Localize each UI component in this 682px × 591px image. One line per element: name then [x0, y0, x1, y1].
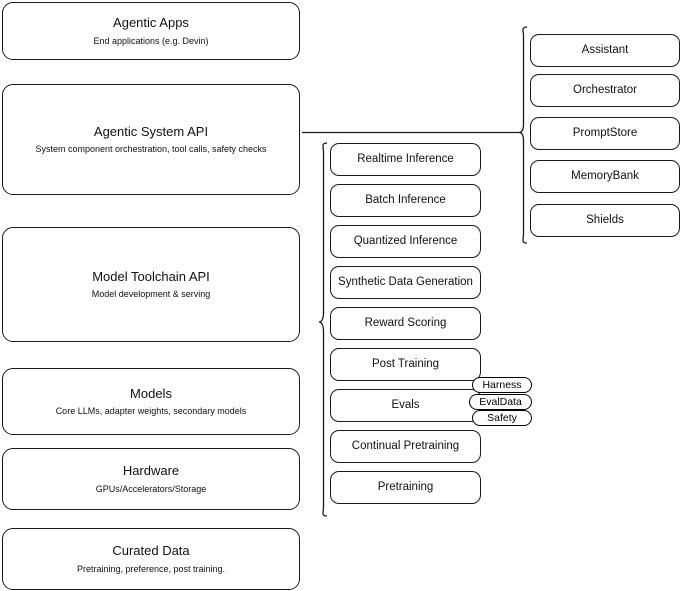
layer-title: Model Toolchain API: [92, 268, 210, 284]
capability-label: Synthetic Data Generation: [338, 276, 473, 289]
capability-box-evals[interactable]: Evals: [330, 389, 481, 422]
layer-subtitle: GPUs/Accelerators/Storage: [95, 483, 207, 494]
evals-badge-safety[interactable]: Safety: [472, 410, 532, 426]
evals-badge-evaldata[interactable]: EvalData: [469, 394, 532, 410]
layer-box-curated-data[interactable]: Curated Data Pretraining, preference, po…: [2, 528, 300, 590]
component-box-orchestrator[interactable]: Orchestrator: [530, 74, 680, 107]
capability-label: Realtime Inference: [357, 153, 454, 166]
capability-label: Quantized Inference: [353, 235, 458, 248]
component-label: Orchestrator: [573, 84, 637, 97]
layer-subtitle: Core LLMs, adapter weights, secondary mo…: [55, 406, 247, 416]
component-box-shields[interactable]: Shields: [530, 204, 680, 237]
component-label: Assistant: [581, 44, 629, 57]
component-box-promptstore[interactable]: PromptStore: [530, 117, 680, 150]
capability-label: Reward Scoring: [364, 317, 447, 330]
capability-box-realtime-inference[interactable]: Realtime Inference: [330, 143, 481, 176]
capability-label: Post Training: [371, 358, 440, 371]
layer-subtitle: End applications (e.g. Devin): [93, 35, 209, 46]
component-label: Shields: [586, 214, 624, 227]
capability-label: Evals: [391, 399, 420, 412]
layer-box-model-toolchain-api[interactable]: Model Toolchain API Model development & …: [2, 227, 300, 342]
capability-box-synthetic-data-generation[interactable]: Synthetic Data Generation: [330, 266, 481, 299]
capability-label: Continual Pretraining: [351, 440, 460, 453]
capability-box-reward-scoring[interactable]: Reward Scoring: [330, 307, 481, 340]
layer-subtitle: Pretraining, preference, post training.: [76, 563, 226, 574]
layer-title: Curated Data: [112, 543, 190, 559]
brace-toolchain-capabilities: [318, 142, 328, 517]
capability-label: Pretraining: [377, 481, 434, 494]
capability-box-quantized-inference[interactable]: Quantized Inference: [330, 225, 481, 258]
brace-system-components: [518, 26, 528, 244]
evals-badge-label: EvalData: [479, 396, 522, 408]
evals-badge-harness[interactable]: Harness: [472, 377, 532, 393]
layer-box-models[interactable]: Models Core LLMs, adapter weights, secon…: [2, 368, 300, 435]
layer-title: Agentic Apps: [113, 15, 189, 31]
component-label: PromptStore: [572, 127, 638, 140]
component-box-memorybank[interactable]: MemoryBank: [530, 160, 680, 193]
layer-subtitle: Model development & serving: [91, 289, 211, 299]
evals-badge-label: Harness: [482, 379, 522, 391]
capability-label: Batch Inference: [365, 194, 446, 207]
capability-box-continual-pretraining[interactable]: Continual Pretraining: [330, 430, 481, 463]
component-box-assistant[interactable]: Assistant: [530, 34, 680, 67]
layer-box-agentic-apps[interactable]: Agentic Apps End applications (e.g. Devi…: [2, 2, 300, 60]
component-label: MemoryBank: [571, 170, 639, 183]
layer-box-hardware[interactable]: Hardware GPUs/Accelerators/Storage: [2, 448, 300, 510]
layer-title: Hardware: [122, 463, 180, 479]
capability-box-batch-inference[interactable]: Batch Inference: [330, 184, 481, 217]
layer-title: Agentic System API: [93, 123, 209, 139]
capability-box-post-training[interactable]: Post Training: [330, 348, 481, 381]
evals-badge-label: Safety: [487, 412, 517, 424]
capability-box-pretraining[interactable]: Pretraining: [330, 471, 481, 504]
layer-subtitle: System component orchestration, tool cal…: [35, 144, 267, 154]
layer-box-agentic-system-api[interactable]: Agentic System API System component orch…: [2, 84, 300, 195]
layer-title: Models: [130, 385, 172, 401]
